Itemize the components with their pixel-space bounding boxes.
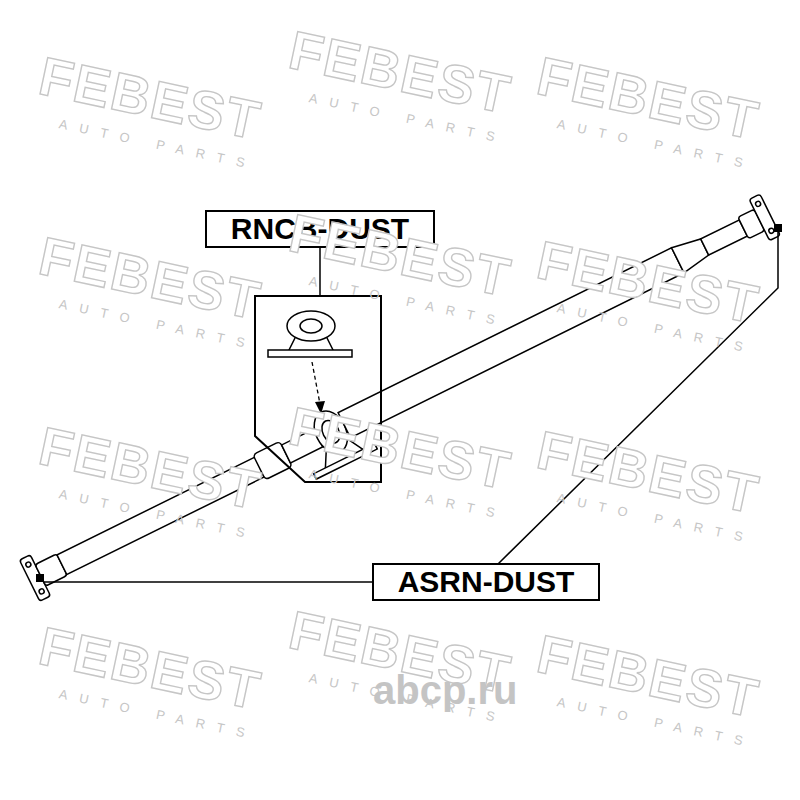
watermark-subtitle: AUTO PARTS xyxy=(308,670,508,727)
part-number: RNCB-DUST xyxy=(231,214,409,244)
watermark-subtitle: AUTO PARTS xyxy=(58,116,258,173)
leader-line xyxy=(498,232,778,564)
flange-bolt xyxy=(38,588,45,595)
watermark-subtitle: AUTO PARTS xyxy=(58,296,258,353)
watermark-logo: FEBEST xyxy=(284,18,517,125)
watermark-logo: FEBEST xyxy=(284,598,517,705)
bracket-foot xyxy=(314,444,378,480)
watermark-logo: FEBEST xyxy=(532,44,765,151)
detail-bearing-ring xyxy=(300,319,322,333)
front-tube xyxy=(57,456,266,574)
bearing-inner-ring xyxy=(318,417,343,446)
watermark-logo: FEBEST xyxy=(34,414,267,521)
watermark-logo: FEBEST xyxy=(284,394,517,501)
rear-tube xyxy=(338,248,684,438)
watermark-logo: FEBEST xyxy=(34,614,267,721)
rear-neck xyxy=(701,220,748,255)
leader-line xyxy=(319,247,321,296)
watermark-subtitle: AUTO PARTS xyxy=(556,694,756,751)
watermark-subtitle: AUTO PARTS xyxy=(308,90,508,147)
watermark-logo: FEBEST xyxy=(34,44,267,151)
watermark-site: abcp.ru xyxy=(373,668,517,713)
watermark-logo: FEBEST xyxy=(532,622,765,729)
watermark-subtitle: AUTO PARTS xyxy=(58,486,258,543)
watermark-subtitle: AUTO PARTS xyxy=(556,300,756,357)
watermark-subtitle: AUTO PARTS xyxy=(308,466,508,523)
watermark-subtitle: AUTO PARTS xyxy=(58,686,258,743)
watermark-subtitle: AUTO PARTS xyxy=(308,273,508,330)
detail-inset-frame xyxy=(255,296,381,482)
watermark-subtitle: AUTO PARTS xyxy=(556,116,756,173)
part-number: ASRN-DUST xyxy=(398,567,575,597)
rear-flange xyxy=(749,194,780,241)
part-number-box: RNCB-DUST xyxy=(205,210,435,248)
part-number-box: ASRN-DUST xyxy=(372,563,600,601)
fitting-arrowhead xyxy=(315,401,325,414)
watermark-logo: FEBEST xyxy=(532,228,765,335)
fitting-arrow xyxy=(312,362,320,404)
flange-bolt xyxy=(768,227,775,234)
flange-bolt xyxy=(25,561,32,568)
propeller-shaft xyxy=(19,194,786,613)
flange-bolt xyxy=(755,201,762,208)
watermark-logo: FEBEST xyxy=(532,418,765,525)
leader-line xyxy=(44,581,372,583)
watermark-subtitle: AUTO PARTS xyxy=(556,490,756,547)
detail-bracket-foot xyxy=(268,350,352,357)
leader-marker xyxy=(36,574,44,582)
leader-marker xyxy=(774,224,782,232)
detail-bearing xyxy=(268,311,352,357)
detail-bearing-housing xyxy=(287,311,335,341)
